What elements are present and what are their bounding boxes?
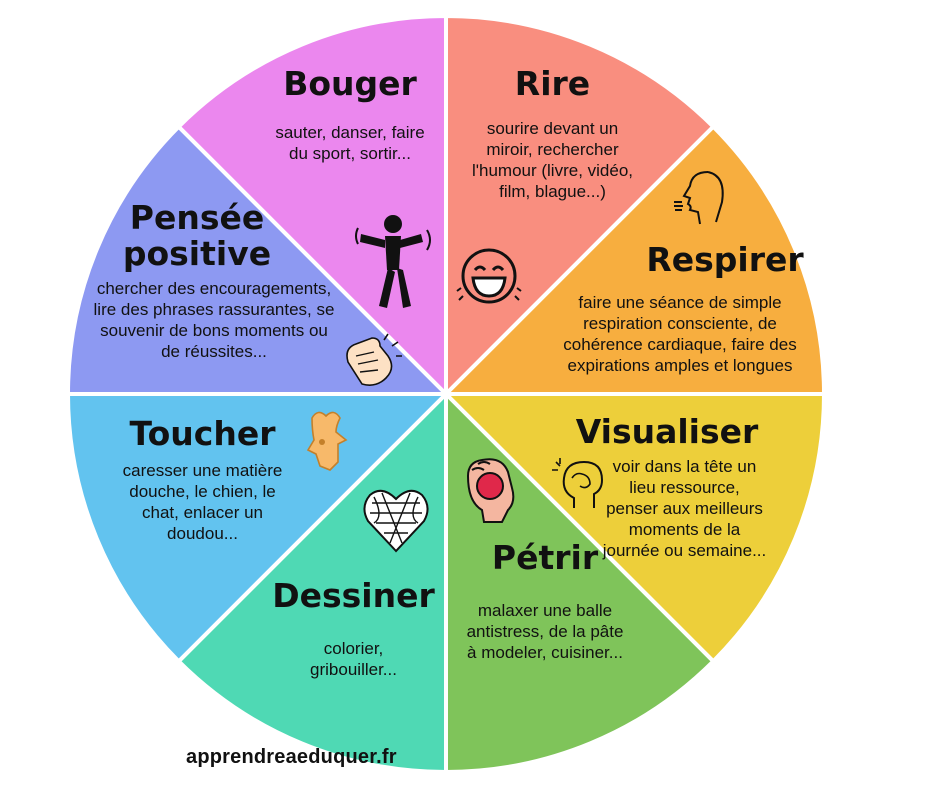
breathing-face-icon — [674, 171, 724, 225]
site-url: apprendreaeduquer.fr — [186, 746, 397, 768]
clapping-hands-icon — [346, 333, 402, 386]
segment-text: colorier, gribouiller... — [310, 639, 397, 679]
wheel-slice-bouger — [444, 13, 717, 399]
segment-text: voir dans la tête un lieu ressource, pen… — [602, 457, 767, 560]
segment-title: Bouger — [283, 64, 417, 103]
thinking-head-icon — [552, 458, 604, 508]
segment-title: Pétrir — [491, 538, 599, 577]
wheel-slice-pensee — [175, 13, 448, 399]
segment-respirer: Respirer faire une séance de simple resp… — [530, 242, 830, 376]
wheel-slice-toucher — [65, 123, 451, 396]
wheel-slice-rire — [441, 123, 827, 396]
segment-bouger: Bouger sauter, danser, faire du sport, s… — [250, 66, 450, 164]
segment-text: malaxer une balle antistress, de la pâte… — [466, 601, 624, 662]
segment-title: Dessiner — [272, 576, 435, 615]
segment-text: sourire devant un miroir, rechercher l'h… — [471, 119, 634, 201]
squeeze-ball-icon — [466, 458, 515, 523]
segment-pensee-positive: Pensée positive chercher des encourageme… — [84, 200, 344, 362]
segment-title: Visualiser — [575, 412, 759, 451]
dancing-person-icon — [355, 215, 431, 308]
segment-visualiser: Visualiser voir dans la tête un lieu res… — [572, 412, 767, 561]
segment-toucher: Toucher caresser une matière douche, le … — [110, 416, 295, 544]
wheel-slice-respirer — [441, 392, 827, 665]
laughing-face-icon — [456, 248, 522, 304]
segment-text: sauter, danser, faire du sport, sortir..… — [275, 123, 425, 163]
segment-text: faire une séance de simple respiration c… — [563, 293, 797, 375]
segment-text: chercher des encouragements, lire des ph… — [93, 279, 335, 361]
segment-title: Rire — [514, 64, 591, 103]
segment-dessiner: Dessiner colorier, gribouiller... — [266, 578, 441, 680]
wheel-slice-petrir — [175, 389, 448, 775]
wheel-slice-dessiner — [65, 392, 451, 665]
segment-petrir: Pétrir malaxer une balle antistress, de … — [450, 540, 640, 663]
segment-rire: Rire sourire devant un miroir, recherche… — [455, 66, 650, 202]
segment-text: caresser une matière douche, le chien, l… — [122, 461, 283, 543]
segment-title: Toucher — [129, 414, 276, 453]
plush-toy-icon — [306, 411, 348, 471]
segment-title: Pensée positive — [122, 198, 272, 273]
segment-title: Respirer — [646, 240, 804, 279]
doodle-heart-icon — [363, 489, 429, 553]
